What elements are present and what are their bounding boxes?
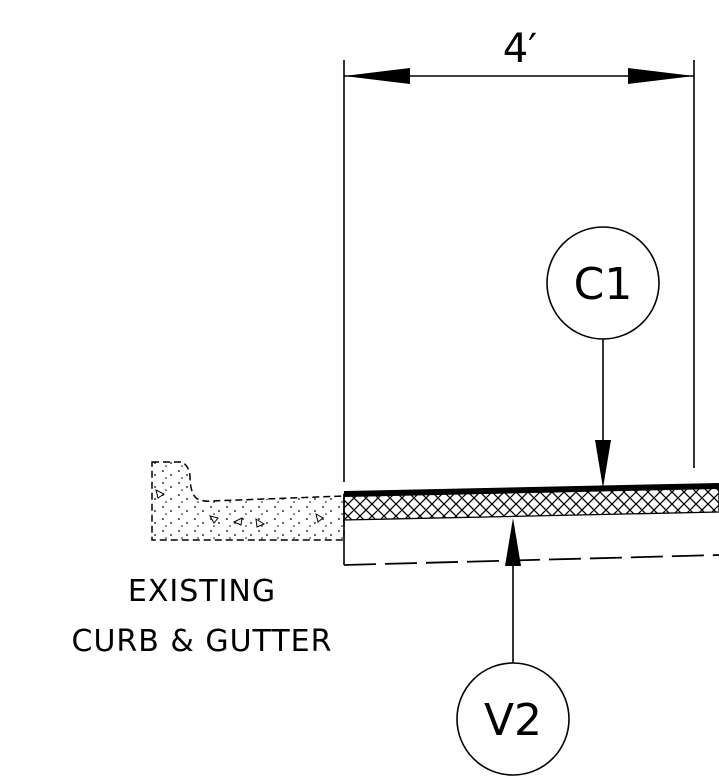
aggregate-mark-2 (208, 515, 219, 524)
dimension-label: 4′ (503, 26, 538, 72)
arrowhead-left (344, 68, 410, 84)
aggregate-mark-5 (315, 512, 324, 523)
surface-course-line (343, 483, 719, 497)
callout-c1-label: C1 (574, 259, 633, 310)
arrowhead-right (628, 68, 694, 84)
base-bottom-dashed-line (343, 554, 719, 566)
curb-gutter-outline (151, 461, 345, 541)
note-line-2: CURB & GUTTER (72, 624, 333, 659)
callout-v2-bubble (456, 662, 570, 776)
callout-c1-arrowhead (595, 440, 611, 488)
existing-curb-gutter (151, 461, 345, 541)
callout-c1: C1 (546, 226, 660, 488)
note-line-1: EXISTING (128, 574, 276, 609)
callout-v2-arrowhead (505, 518, 521, 566)
dimension-line (344, 68, 694, 84)
pavement-section (343, 483, 719, 566)
aggregate-mark-4 (255, 518, 266, 528)
aggregate-mark-1 (155, 489, 165, 499)
aggregate-mark-3 (232, 517, 243, 526)
callout-v2-label: V2 (484, 695, 542, 746)
callout-v2: V2 (456, 518, 570, 776)
existing-curb-note: EXISTING CURB & GUTTER (72, 574, 333, 659)
